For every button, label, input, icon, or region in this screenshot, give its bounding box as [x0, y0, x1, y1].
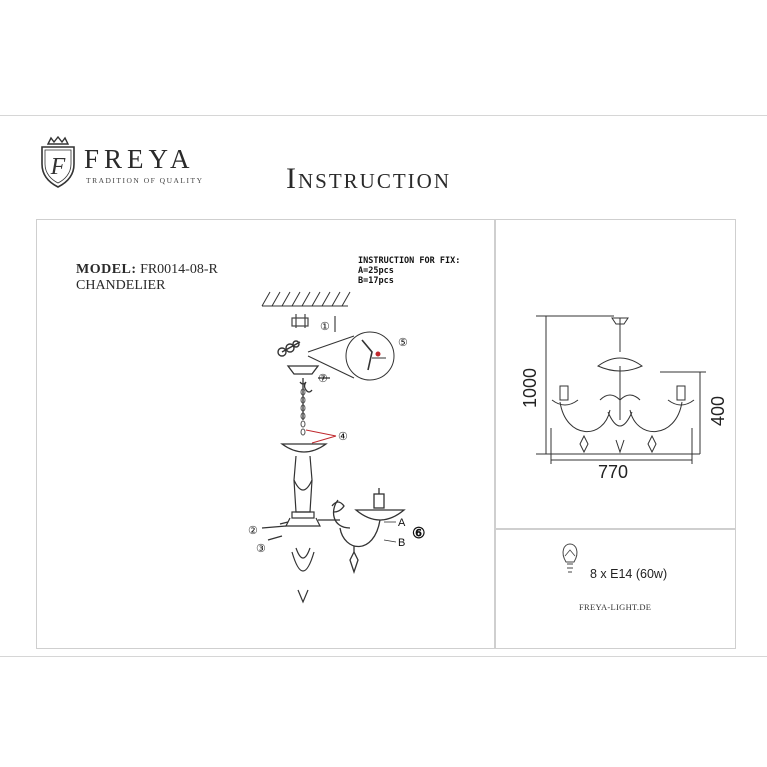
lamp-spec-panel: [494, 528, 736, 649]
mounting-bracket-icon: [277, 340, 301, 357]
callout-7: ⑦: [318, 373, 328, 385]
fix-line-a: A=25pcs: [358, 266, 394, 276]
website-label: FREYA-LIGHT.DE: [579, 602, 652, 612]
dimension-height-body: 400: [708, 395, 728, 426]
ceiling-screws-icon: [291, 314, 336, 332]
callout-3: ③: [256, 543, 266, 555]
model-number: FR0014-08-R: [140, 262, 218, 277]
freya-crest-icon: F: [41, 136, 75, 188]
page-title: Instruction: [286, 162, 451, 195]
dimensions-panel: [494, 219, 736, 530]
logo-letter: F: [50, 154, 66, 180]
dimension-drawing: [536, 315, 706, 464]
ceiling-hatch: [261, 291, 351, 307]
instruction-sheet: [0, 115, 767, 657]
fix-instructions: INSTRUCTION FOR FIX: A=25pcs B=17pcs: [358, 256, 460, 286]
brand-tagline: TRADITION OF QUALITY: [86, 176, 204, 185]
callout-4: ④: [338, 431, 348, 443]
red-pointer-lines: [305, 429, 337, 444]
chain-icon: [300, 388, 306, 436]
leader-lines: [383, 521, 397, 543]
model-line: MODEL: FR0014-08-R: [76, 262, 218, 278]
callout-6: ⑥: [412, 525, 425, 542]
brand-name: FREYA: [84, 144, 195, 174]
callout-1: ①: [320, 321, 330, 333]
zoom-detail: [307, 331, 395, 381]
label-b: B: [398, 537, 405, 549]
dimension-height-total: 1000: [520, 367, 540, 408]
callout-5: ⑤: [398, 337, 408, 349]
model-label: MODEL:: [76, 262, 137, 277]
side-screws-icon: [261, 521, 289, 541]
lamp-spec: 8 x E14 (60w): [590, 567, 668, 581]
callout-2: ②: [248, 525, 258, 537]
fix-heading: INSTRUCTION FOR FIX:: [358, 256, 461, 266]
central-column-icon: [280, 443, 328, 604]
light-bulb-icon: [562, 543, 578, 573]
assembly-panel: [36, 219, 496, 649]
fix-line-b: B=17pcs: [358, 276, 394, 286]
dimension-width: 770: [598, 462, 629, 482]
arm-assembly-icon: [318, 488, 406, 575]
product-type: CHANDELIER: [76, 278, 166, 293]
label-a: A: [398, 517, 406, 529]
